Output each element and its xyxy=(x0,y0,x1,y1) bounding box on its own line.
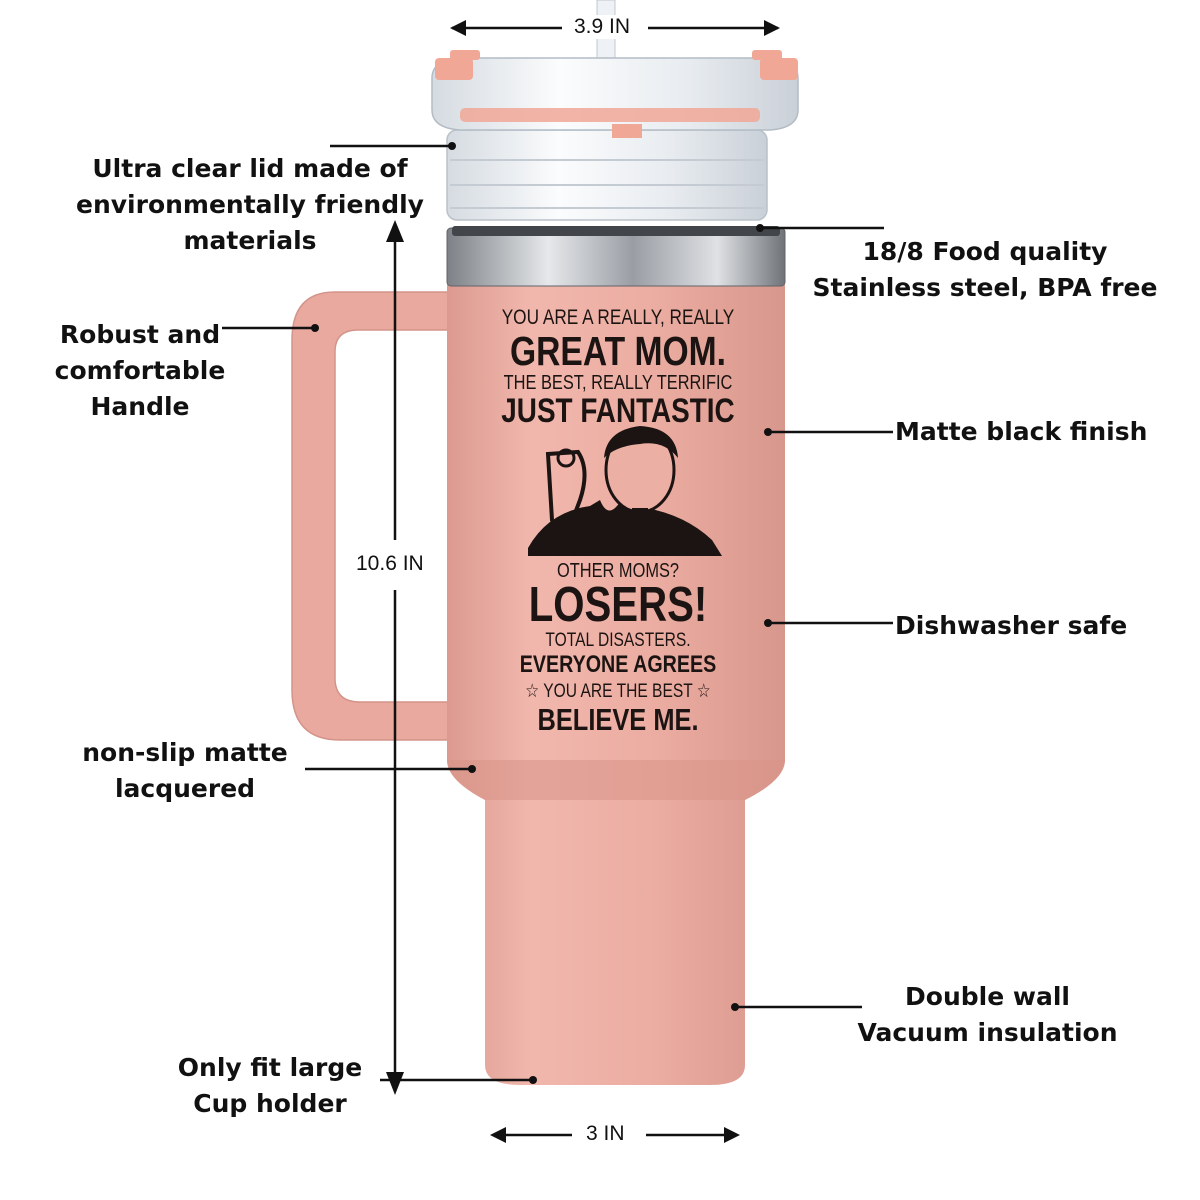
print-line-4: JUST FANTASTIC xyxy=(501,392,735,430)
clear-lid xyxy=(431,50,799,221)
print-line-1: YOU ARE A REALLY, REALLY xyxy=(501,306,735,329)
print-line-2: GREAT MOM. xyxy=(509,328,727,374)
print-line-9: ☆ YOU ARE THE BEST ☆ xyxy=(525,681,711,702)
portrait-illustration xyxy=(528,426,722,556)
callout-nonslip: non-slip matte lacquered xyxy=(82,738,288,803)
print-line-6: LOSERS! xyxy=(528,578,708,632)
callout-dishwasher: Dishwasher safe xyxy=(895,611,1128,640)
dimension-width-top: 3.9 IN xyxy=(568,15,637,39)
callout-handle: Robust and comfortable Handle xyxy=(54,320,226,421)
dimension-height: 10.6 IN xyxy=(350,552,430,576)
print-line-7: TOTAL DISASTERS. xyxy=(545,630,691,651)
callout-lid: Ultra clear lid made of environmentally … xyxy=(76,154,424,255)
print-line-5: OTHER MOMS? xyxy=(556,560,680,582)
callout-steel: 18/8 Food quality Stainless steel, BPA f… xyxy=(812,237,1158,302)
callout-insulation: Double wall Vacuum insulation xyxy=(857,982,1118,1047)
tumbler-body xyxy=(446,226,786,1085)
print-line-8: EVERYONE AGREES xyxy=(519,651,717,678)
callout-cupholder: Only fit large Cup holder xyxy=(177,1053,363,1118)
print-line-3: THE BEST, REALLY TERRIFIC xyxy=(503,372,733,394)
callout-finish: Matte black finish xyxy=(895,417,1148,446)
dimension-width-bottom: 3 IN xyxy=(580,1122,631,1146)
handle xyxy=(291,291,471,741)
print-line-10: BELIEVE ME. xyxy=(537,702,699,737)
